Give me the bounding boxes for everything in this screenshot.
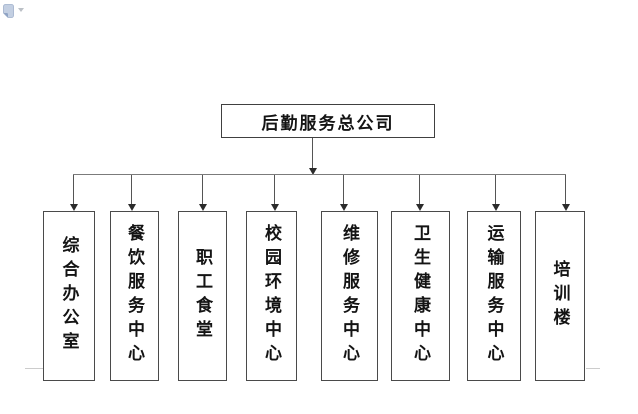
connector-drop-arrowhead-7	[491, 204, 500, 211]
org-node-box-health-center: 卫生健康中心	[391, 211, 450, 381]
connector-drop-3	[202, 175, 203, 205]
caret-down-icon	[18, 8, 24, 12]
org-node-label: 培训楼	[550, 260, 570, 332]
org-node-box-general-office: 综合办公室	[43, 211, 95, 381]
org-node-label: 运输服务中心	[484, 224, 504, 368]
connector-drop-arrowhead-4	[270, 204, 279, 211]
connector-stem	[312, 138, 313, 169]
connector-drop-arrowhead-2	[127, 204, 136, 211]
org-node-label: 职工食堂	[193, 248, 212, 344]
org-root-box: 后勤服务总公司	[221, 104, 435, 138]
org-node-box-campus-environment-center: 校园环境中心	[246, 211, 297, 381]
connector-drop-4	[274, 175, 275, 205]
document-icon-glyph	[3, 4, 14, 18]
connector-rail	[73, 174, 566, 175]
org-node-box-training-building: 培训楼	[535, 211, 585, 381]
org-node-label: 维修服务中心	[340, 224, 359, 368]
connector-drop-7	[495, 175, 496, 205]
org-node-label: 卫生健康中心	[411, 224, 430, 368]
page-edge-line-left	[25, 368, 43, 369]
connector-drop-8	[565, 175, 566, 205]
connector-drop-arrowhead-1	[69, 204, 78, 211]
connector-drop-arrowhead-8	[561, 204, 570, 211]
org-node-box-catering-center: 餐饮服务中心	[110, 211, 159, 381]
connector-drop-6	[419, 175, 420, 205]
connector-stem-arrowhead	[309, 168, 317, 175]
org-node-label: 综合办公室	[59, 236, 79, 356]
org-root-label: 后勤服务总公司	[261, 113, 395, 133]
org-node-label: 校园环境中心	[262, 224, 281, 368]
connector-drop-arrowhead-5	[339, 204, 348, 211]
connector-drop-1	[73, 175, 74, 205]
connector-drop-5	[343, 175, 344, 205]
org-node-box-transport-center: 运输服务中心	[467, 211, 521, 381]
connector-drop-arrowhead-6	[415, 204, 424, 211]
document-icon[interactable]	[3, 4, 14, 18]
page-edge-line-right	[586, 368, 600, 369]
org-node-label: 餐饮服务中心	[125, 224, 144, 368]
org-node-box-maintenance-center: 维修服务中心	[321, 211, 378, 381]
org-node-box-staff-canteen: 职工食堂	[178, 211, 227, 381]
connector-drop-arrowhead-3	[198, 204, 207, 211]
connector-drop-2	[131, 175, 132, 205]
